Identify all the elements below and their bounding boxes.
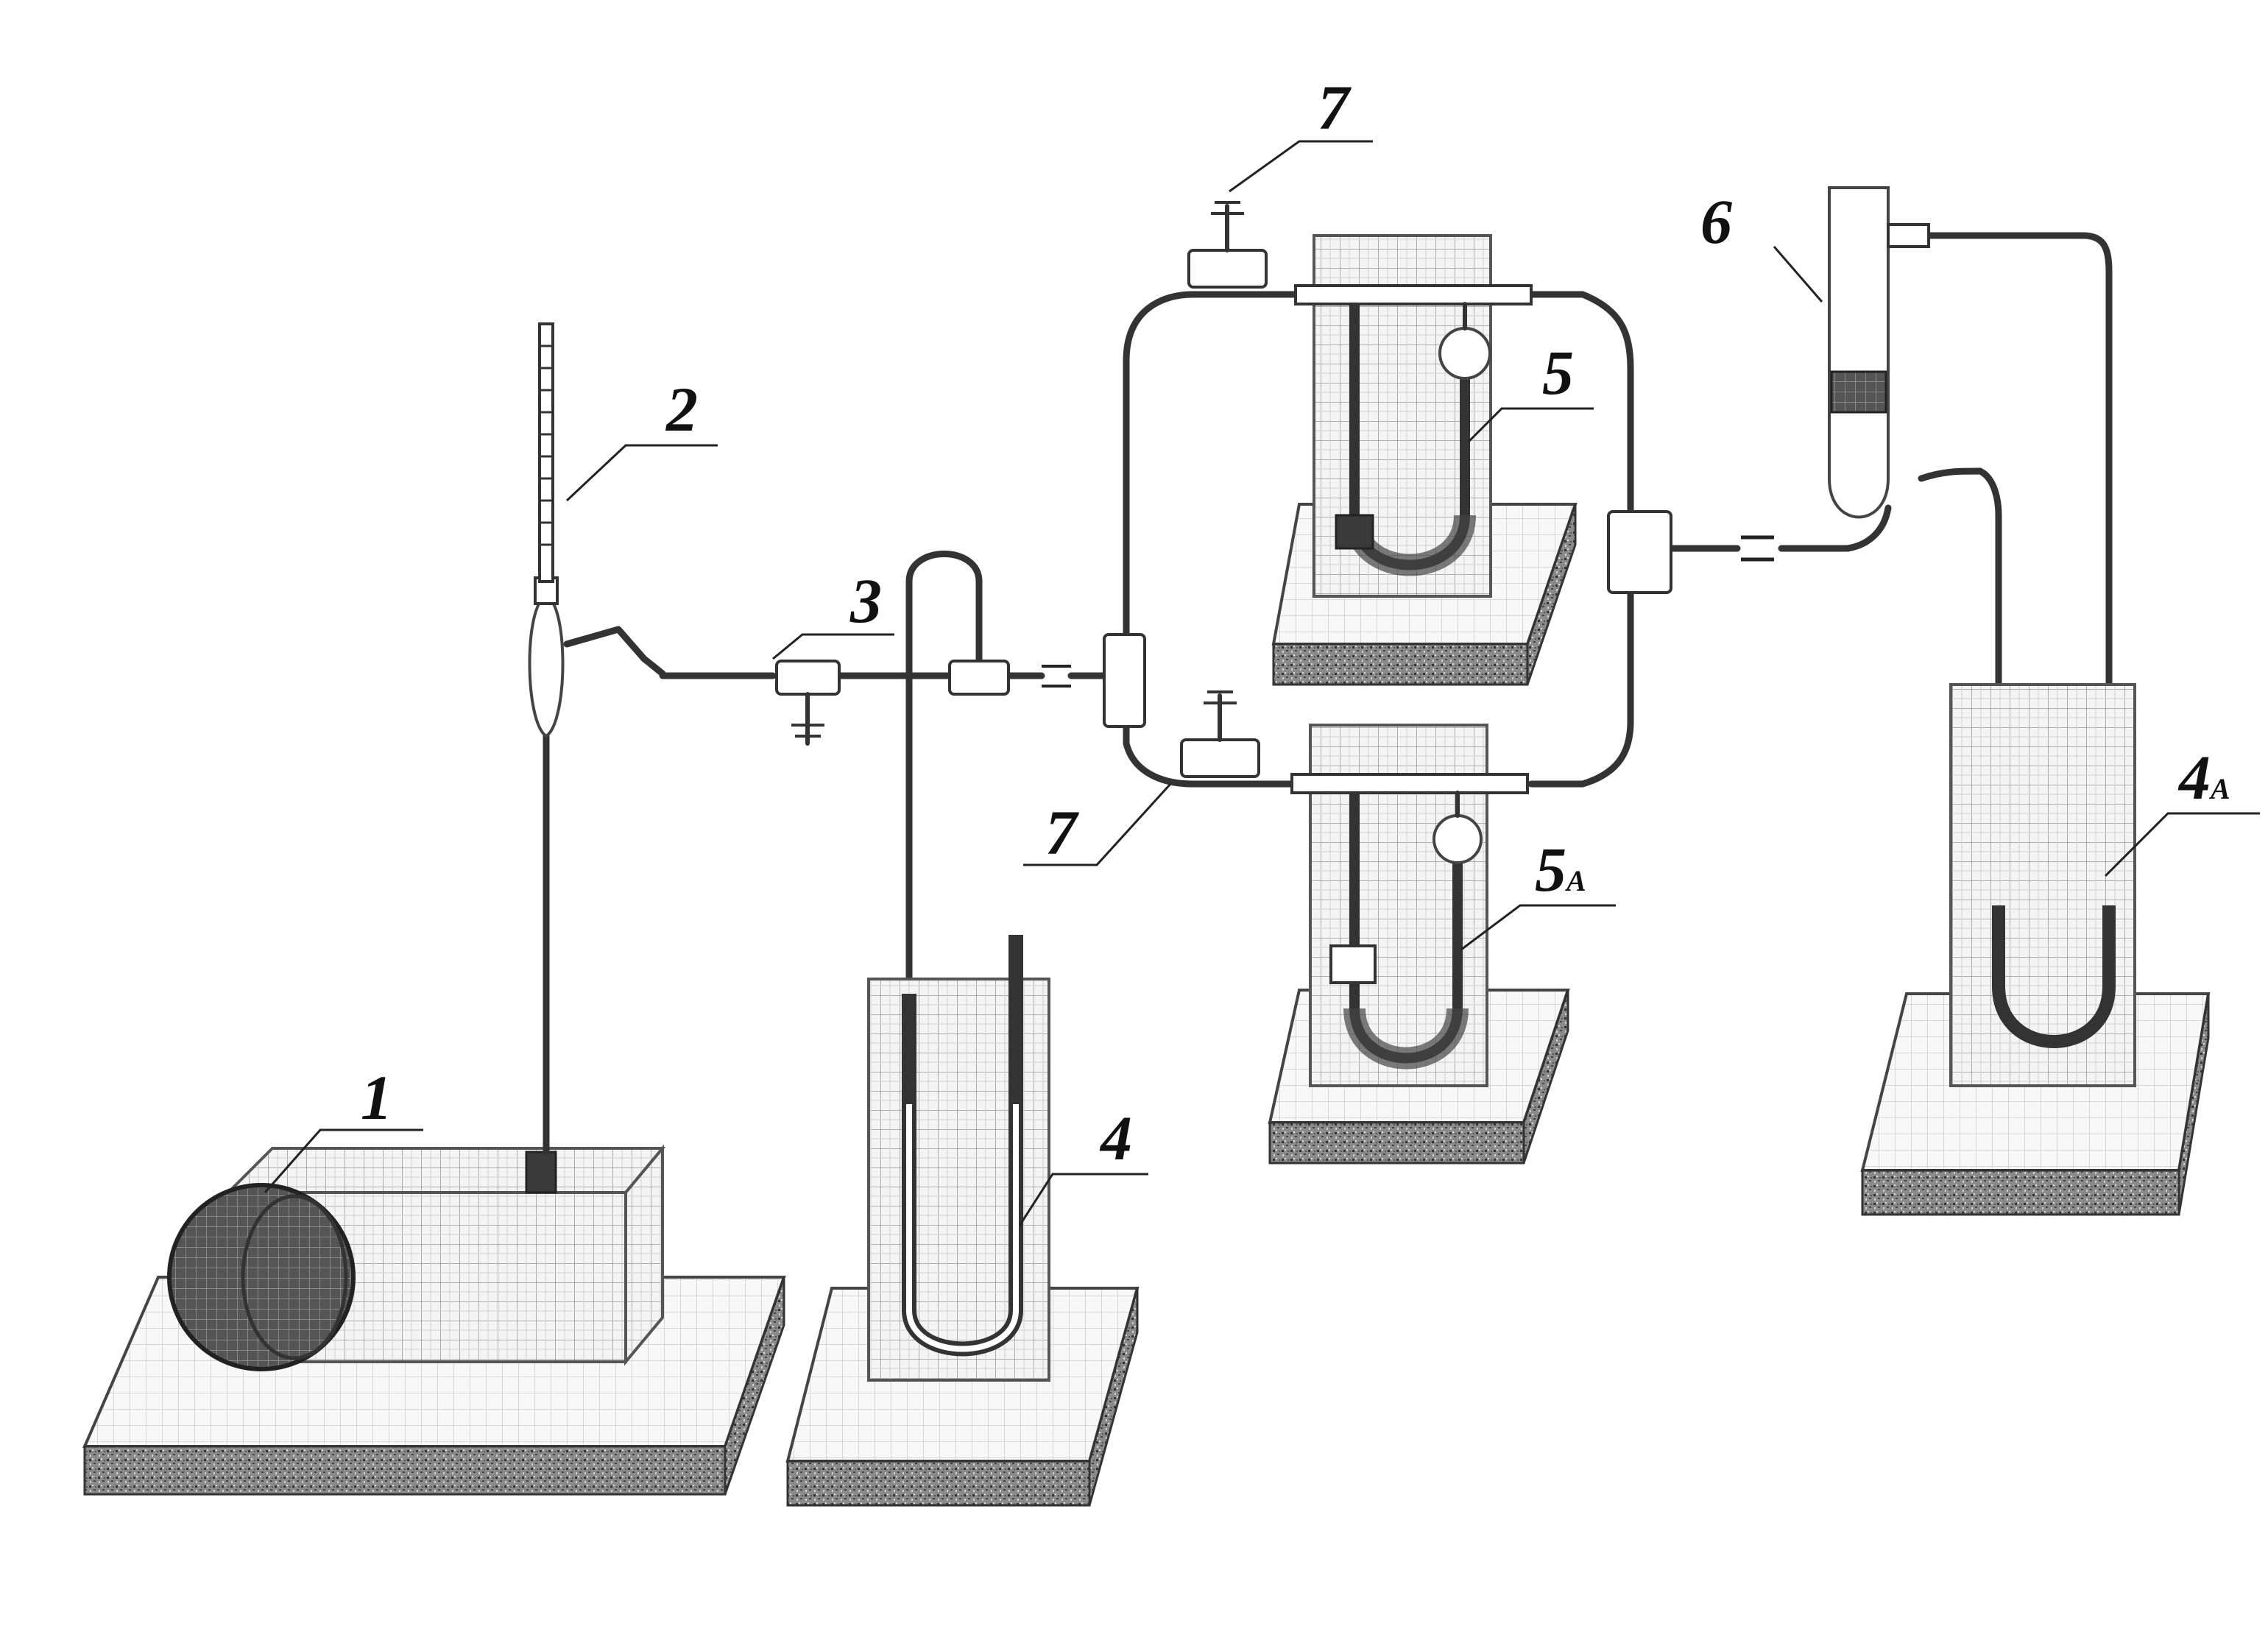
- manometer-4a-jar: [1949, 683, 2136, 1087]
- base-plate-1-side: [724, 1276, 785, 1495]
- manometer-4-unit: [785, 935, 1140, 1507]
- label-4: 4: [1099, 1103, 1132, 1173]
- tee-connector-1: [948, 660, 1010, 696]
- clamp-1: [1042, 665, 1071, 688]
- label-7-bottom: 7: [1045, 797, 1079, 868]
- reactor-5a-unit: [1268, 724, 1570, 1165]
- reactor-5-unit: [1271, 234, 1578, 686]
- burette-tube: [538, 322, 554, 583]
- label-5a: 5A: [1535, 834, 1586, 905]
- label-6: 6: [1700, 186, 1732, 257]
- splitter-left: [1103, 633, 1146, 728]
- label-4a-main: 4: [2177, 742, 2211, 813]
- manifold-tubing: [659, 232, 2113, 997]
- column-6-unit: [1828, 186, 1930, 519]
- tank-top: [225, 1147, 666, 1194]
- column-6-packing: [1830, 370, 1887, 414]
- manometer-4a-unit: [1860, 683, 2211, 1216]
- label-4a-sub: A: [2208, 772, 2230, 805]
- label-3: 3: [849, 565, 882, 636]
- manometer-4a-u-tube: [1992, 905, 2116, 1048]
- label-1: 1: [361, 1062, 392, 1133]
- label-2: 2: [665, 374, 698, 445]
- base-plate-1-front: [83, 1445, 727, 1496]
- valve-7-bottom: [1180, 690, 1260, 778]
- gas-cylinder: [167, 1183, 356, 1371]
- splitter-right: [1607, 510, 1672, 594]
- column-6-body: [1828, 186, 1890, 519]
- tank-side: [624, 1144, 664, 1366]
- gas-source-unit: [82, 1144, 786, 1496]
- valve-7-top: [1187, 201, 1268, 289]
- label-5a-sub: A: [1564, 864, 1586, 897]
- leader-lines: [264, 140, 2260, 1226]
- clamp-2: [1741, 535, 1774, 562]
- burette-unit: [528, 322, 666, 1156]
- label-5: 5: [1542, 337, 1574, 408]
- valve-3: [775, 660, 841, 746]
- label-4a: 4A: [2177, 742, 2230, 813]
- label-5a-main: 5: [1535, 834, 1566, 905]
- burette-bulb: [528, 594, 565, 738]
- label-7-top: 7: [1318, 72, 1352, 143]
- burette-side-arm: [563, 626, 666, 677]
- tank-outlet-block: [525, 1151, 557, 1194]
